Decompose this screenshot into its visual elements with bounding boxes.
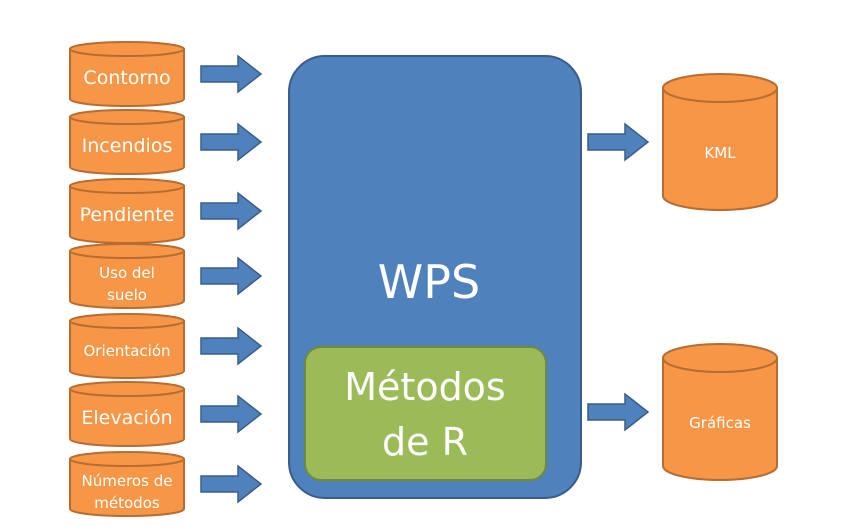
input-cylinder-uso-del-suelo: Uso del suelo [69,243,185,309]
input-cylinder-orientacion-body [69,320,185,379]
input-cylinder-incendios-body [69,116,185,175]
wps-title: WPS [378,255,480,309]
input-cylinder-pendiente-body [69,185,185,244]
input-label-numeros-de-metodos-line-1: Números de [82,472,173,490]
input-cylinder-elevacion-top [69,381,185,397]
output-cylinder-graficas: Gráficas [662,343,778,481]
input-label-elevacion: Elevación [81,407,172,429]
output-cylinder-kml: KML [662,73,778,211]
input-label-numeros-de-metodos-line-2: métodos [94,494,160,512]
r-methods-label-line-1: Métodos [344,365,505,409]
output-label-graficas: Gráficas [689,414,751,432]
input-cylinder-numeros-de-metodos-body [69,458,185,517]
arrow-wps-to-kml [587,122,650,162]
output-label-kml: KML [704,144,736,162]
r-methods-label-line-2: de R [382,420,468,464]
input-label-uso-del-suelo-line-2: suelo [107,286,147,304]
output-arrows [587,122,650,432]
input-cylinder-uso-del-suelo-top [69,243,185,259]
input-cylinder-elevacion-body [69,388,185,447]
output-cylinder-graficas-top [662,343,778,373]
input-cylinder-numeros-de-metodos: Números de métodos [69,451,185,517]
input-label-uso-del-suelo-line-1: Uso del [99,264,155,282]
input-cylinder-pendiente-top [69,178,185,194]
input-cylinder-contorno: Contorno [69,41,185,107]
input-label-pendiente: Pendiente [80,204,175,226]
input-cylinder-pendiente: Pendiente [69,178,185,244]
input-cylinder-orientacion: Orientación [69,313,185,379]
output-cylinder-kml-body [662,87,778,211]
input-label-orientacion: Orientación [83,342,170,360]
r-methods-box [304,346,547,481]
input-cylinder-contorno-body [69,48,185,107]
arrow-wps-to-graficas [587,392,650,432]
input-cylinder-uso-del-suelo-body [69,250,185,309]
input-label-incendios: Incendios [82,135,173,157]
arrow-orientacion-to-wps [200,326,263,366]
arrow-pendiente-to-wps [200,191,263,231]
output-cylinder-kml-top [662,73,778,103]
input-cylinder-numeros-de-metodos-top [69,451,185,467]
input-cylinder-contorno-top [69,41,185,57]
output-datasets: KML Gráficas [662,73,778,481]
r-methods-box-group: Métodos de R [304,346,547,481]
input-cylinder-incendios: Incendios [69,109,185,175]
arrow-contorno-to-wps [200,54,263,94]
input-cylinder-elevacion: Elevación [69,381,185,447]
arrow-elevacion-to-wps [200,394,263,434]
arrow-uso-del-suelo-to-wps [200,256,263,296]
arrow-incendios-to-wps [200,122,263,162]
arrow-numeros-de-metodos-to-wps [200,464,263,504]
wps-processor: WPS Métodos de R [288,55,582,499]
input-arrows [200,54,263,504]
input-cylinder-orientacion-top [69,313,185,329]
output-cylinder-graficas-body [662,357,778,481]
input-label-contorno: Contorno [83,67,170,89]
input-cylinder-incendios-top [69,109,185,125]
